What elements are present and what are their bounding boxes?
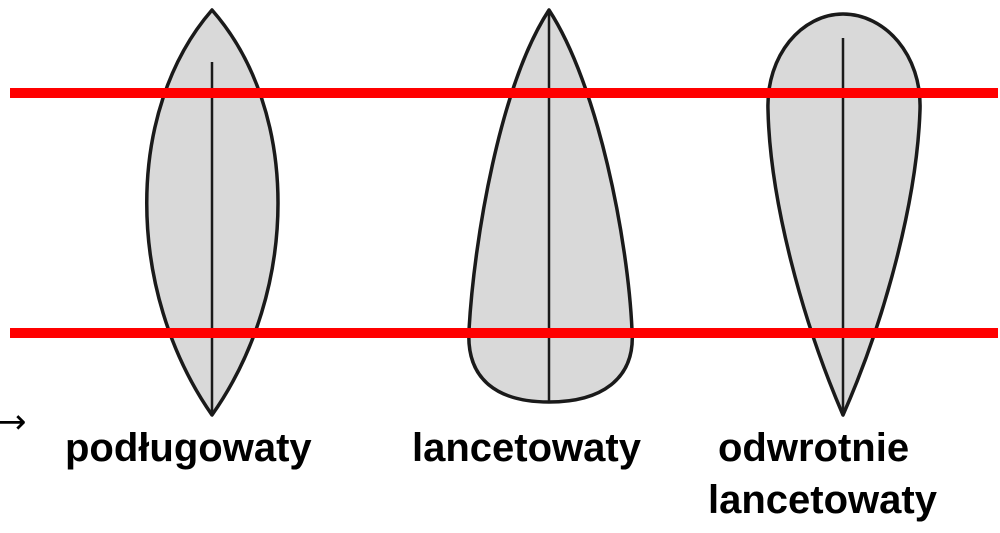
right-arrow-icon: → <box>0 402 27 442</box>
label-oblong: podługowaty <box>65 422 312 474</box>
leaf-lanceolate <box>469 10 632 402</box>
label-oblanceolate-line2: lancetowaty <box>708 474 937 526</box>
leaf-lanceolate-outline <box>469 10 632 402</box>
label-oblanceolate-line1: odwrotnie <box>718 422 909 474</box>
leaf-oblong <box>147 10 278 415</box>
leaf-oblanceolate <box>768 14 920 415</box>
label-lanceolate: lancetowaty <box>412 422 641 474</box>
